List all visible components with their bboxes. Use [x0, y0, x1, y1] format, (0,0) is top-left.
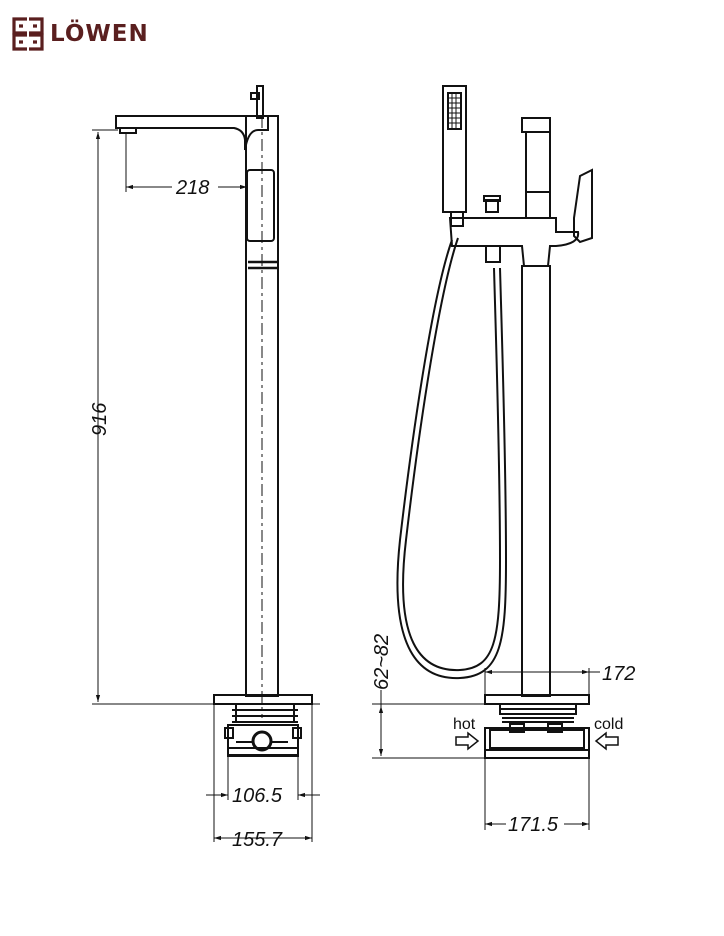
dim-spout-reach: 218 — [175, 177, 209, 199]
lowen-logo-icon — [12, 17, 44, 51]
front-dimension-lines — [372, 668, 600, 830]
brand-logo: LÖWEN — [10, 16, 149, 52]
dim-base-inner: 106.5 — [232, 785, 283, 807]
dim-base-outer: 155.7 — [232, 829, 283, 851]
front-view — [396, 85, 593, 759]
dim-floor-range: 62~82 — [371, 634, 393, 690]
brand-name: LÖWEN — [50, 21, 149, 47]
dim-plate-bottom: 171.5 — [508, 814, 559, 836]
label-hot: hot — [453, 716, 476, 733]
side-view — [115, 85, 313, 757]
hot-inlet-arrow-icon — [455, 731, 480, 751]
label-cold: cold — [594, 716, 623, 733]
dim-total-height: 916 — [89, 402, 111, 436]
cold-inlet-arrow-icon — [594, 731, 619, 751]
side-dimension-lines — [92, 129, 320, 842]
inlet-arrows — [455, 731, 619, 751]
dim-plate-top: 172 — [602, 663, 635, 685]
